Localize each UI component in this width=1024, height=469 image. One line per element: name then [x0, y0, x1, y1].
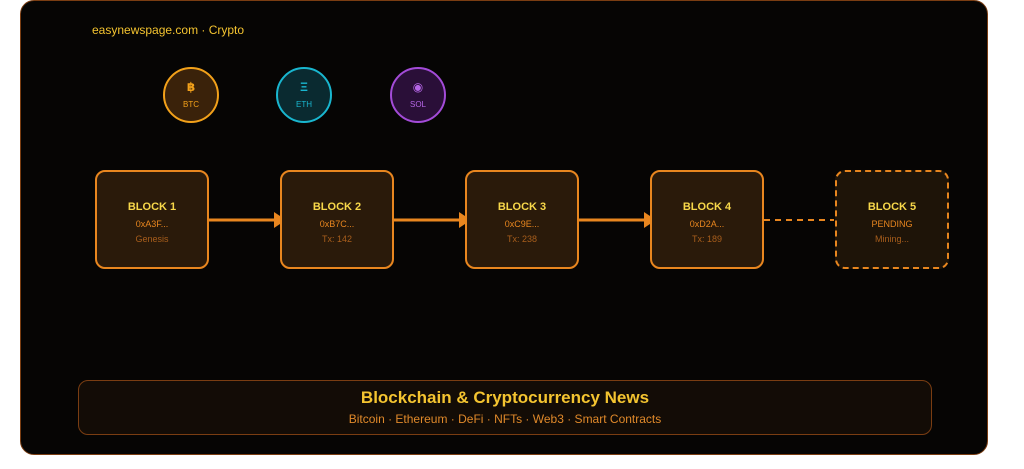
- block-hash: 0xB7C...: [319, 219, 355, 229]
- coin-sol: ◉ SOL: [390, 67, 446, 123]
- block-2: BLOCK 2 0xB7C... Tx: 142: [280, 170, 394, 269]
- block-detail: Tx: 189: [691, 234, 722, 244]
- coin-ticker: BTC: [183, 100, 199, 109]
- block-4: BLOCK 4 0xD2A... Tx: 189: [650, 170, 764, 269]
- block-5-pending: BLOCK 5 PENDING Mining...: [835, 170, 949, 269]
- block-detail: Genesis: [135, 234, 169, 244]
- coin-ticker: SOL: [409, 100, 426, 109]
- coin-btc: ฿ BTC: [163, 67, 219, 123]
- block-title: BLOCK 4: [682, 201, 732, 213]
- block-detail: Tx: 142: [321, 234, 352, 244]
- block-title: BLOCK 2: [312, 201, 362, 213]
- block-3: BLOCK 3 0xC9E... Tx: 238: [465, 170, 579, 269]
- block-detail: Tx: 238: [506, 234, 537, 244]
- banner-topics: Bitcoin · Ethereum · DeFi · NFTs · Web3 …: [348, 412, 662, 426]
- block-detail: Mining...: [874, 234, 909, 244]
- block-hash: 0xA3F...: [135, 219, 169, 229]
- banner-headline: Blockchain & Cryptocurrency News: [360, 388, 650, 407]
- block-title: BLOCK 3: [497, 201, 547, 213]
- block-title: BLOCK 5: [867, 201, 917, 213]
- block-hash: 0xC9E...: [504, 219, 540, 229]
- solana-icon: ◉: [412, 80, 424, 94]
- block-1: BLOCK 1 0xA3F... Genesis: [95, 170, 209, 269]
- news-banner: Blockchain & Cryptocurrency News Bitcoin…: [78, 380, 932, 435]
- coin-eth: Ξ ETH: [276, 67, 332, 123]
- block-hash: 0xD2A...: [689, 219, 725, 229]
- block-title: BLOCK 1: [127, 201, 177, 213]
- coin-ticker: ETH: [296, 100, 312, 109]
- site-label: easynewspage.com · Crypto: [92, 23, 245, 37]
- bitcoin-icon: ฿: [186, 80, 196, 94]
- ethereum-icon: Ξ: [300, 80, 308, 94]
- block-hash: PENDING: [871, 219, 913, 229]
